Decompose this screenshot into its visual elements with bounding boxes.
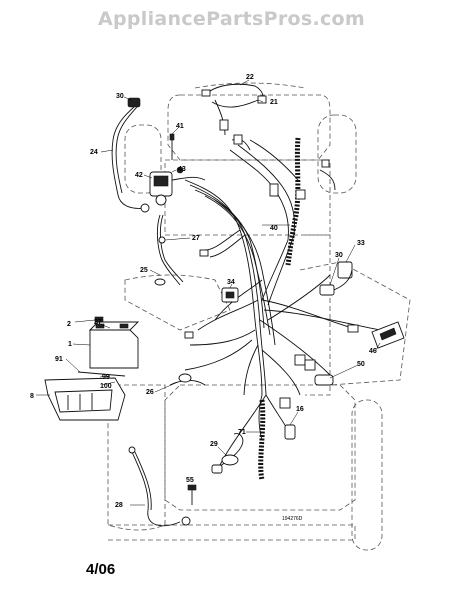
callout-43: 43	[178, 166, 186, 173]
callout-41: 41	[176, 123, 184, 130]
callout-21: 21	[270, 99, 278, 106]
callout-labels: 30 22 21 24 41 42 43 27 25 40 34 30 33 4…	[30, 74, 377, 509]
callout-28: 28	[115, 502, 123, 509]
callout-100: 100	[100, 383, 112, 390]
watermark: AppliancePartsPros.com	[97, 8, 365, 30]
callout-1: 1	[68, 341, 72, 348]
callout-29: 29	[210, 441, 218, 448]
callout-50: 50	[357, 361, 365, 368]
callout-46: 46	[369, 348, 377, 355]
callout-55: 55	[186, 477, 194, 484]
callout-91: 91	[55, 356, 63, 363]
callout-71: 71	[238, 429, 246, 436]
part-41	[169, 133, 175, 160]
switch-34	[221, 287, 239, 303]
callout-25: 25	[140, 267, 148, 274]
part-26	[169, 373, 206, 386]
callout-42: 42	[135, 172, 143, 179]
part-16	[279, 397, 296, 440]
cable-24	[111, 106, 150, 213]
callout-27-lower: 27	[94, 319, 102, 326]
starter-solenoid	[149, 166, 206, 206]
battery-assembly	[44, 316, 140, 421]
callout-30: 30	[335, 252, 343, 259]
tractor-outline	[107, 82, 411, 551]
callout-30-top: 30	[116, 93, 124, 100]
part-29	[211, 433, 244, 474]
callout-40: 40	[270, 225, 278, 232]
leader-lines	[36, 79, 381, 506]
right-connectors	[184, 159, 359, 386]
part-30-33	[319, 261, 353, 296]
callout-16: 16	[296, 406, 304, 413]
callout-99: 99	[102, 374, 110, 381]
date-code: 4/06	[86, 561, 115, 578]
callout-27-upper: 27	[192, 235, 200, 242]
callout-8: 8	[30, 393, 34, 400]
callout-22: 22	[246, 74, 254, 81]
top-connectors	[201, 83, 267, 151]
cable-28	[128, 446, 191, 527]
callout-24: 24	[90, 149, 98, 156]
module-46	[371, 321, 405, 349]
spring-loom-40	[285, 137, 301, 266]
cable-25	[154, 214, 184, 286]
callout-2: 2	[67, 321, 71, 328]
callout-26: 26	[146, 389, 154, 396]
callout-33: 33	[357, 240, 365, 247]
main-wire-harness	[184, 139, 381, 466]
spring-loom-71	[258, 399, 266, 481]
diagram-code: 194276D	[282, 516, 303, 522]
callout-34: 34	[227, 279, 235, 286]
